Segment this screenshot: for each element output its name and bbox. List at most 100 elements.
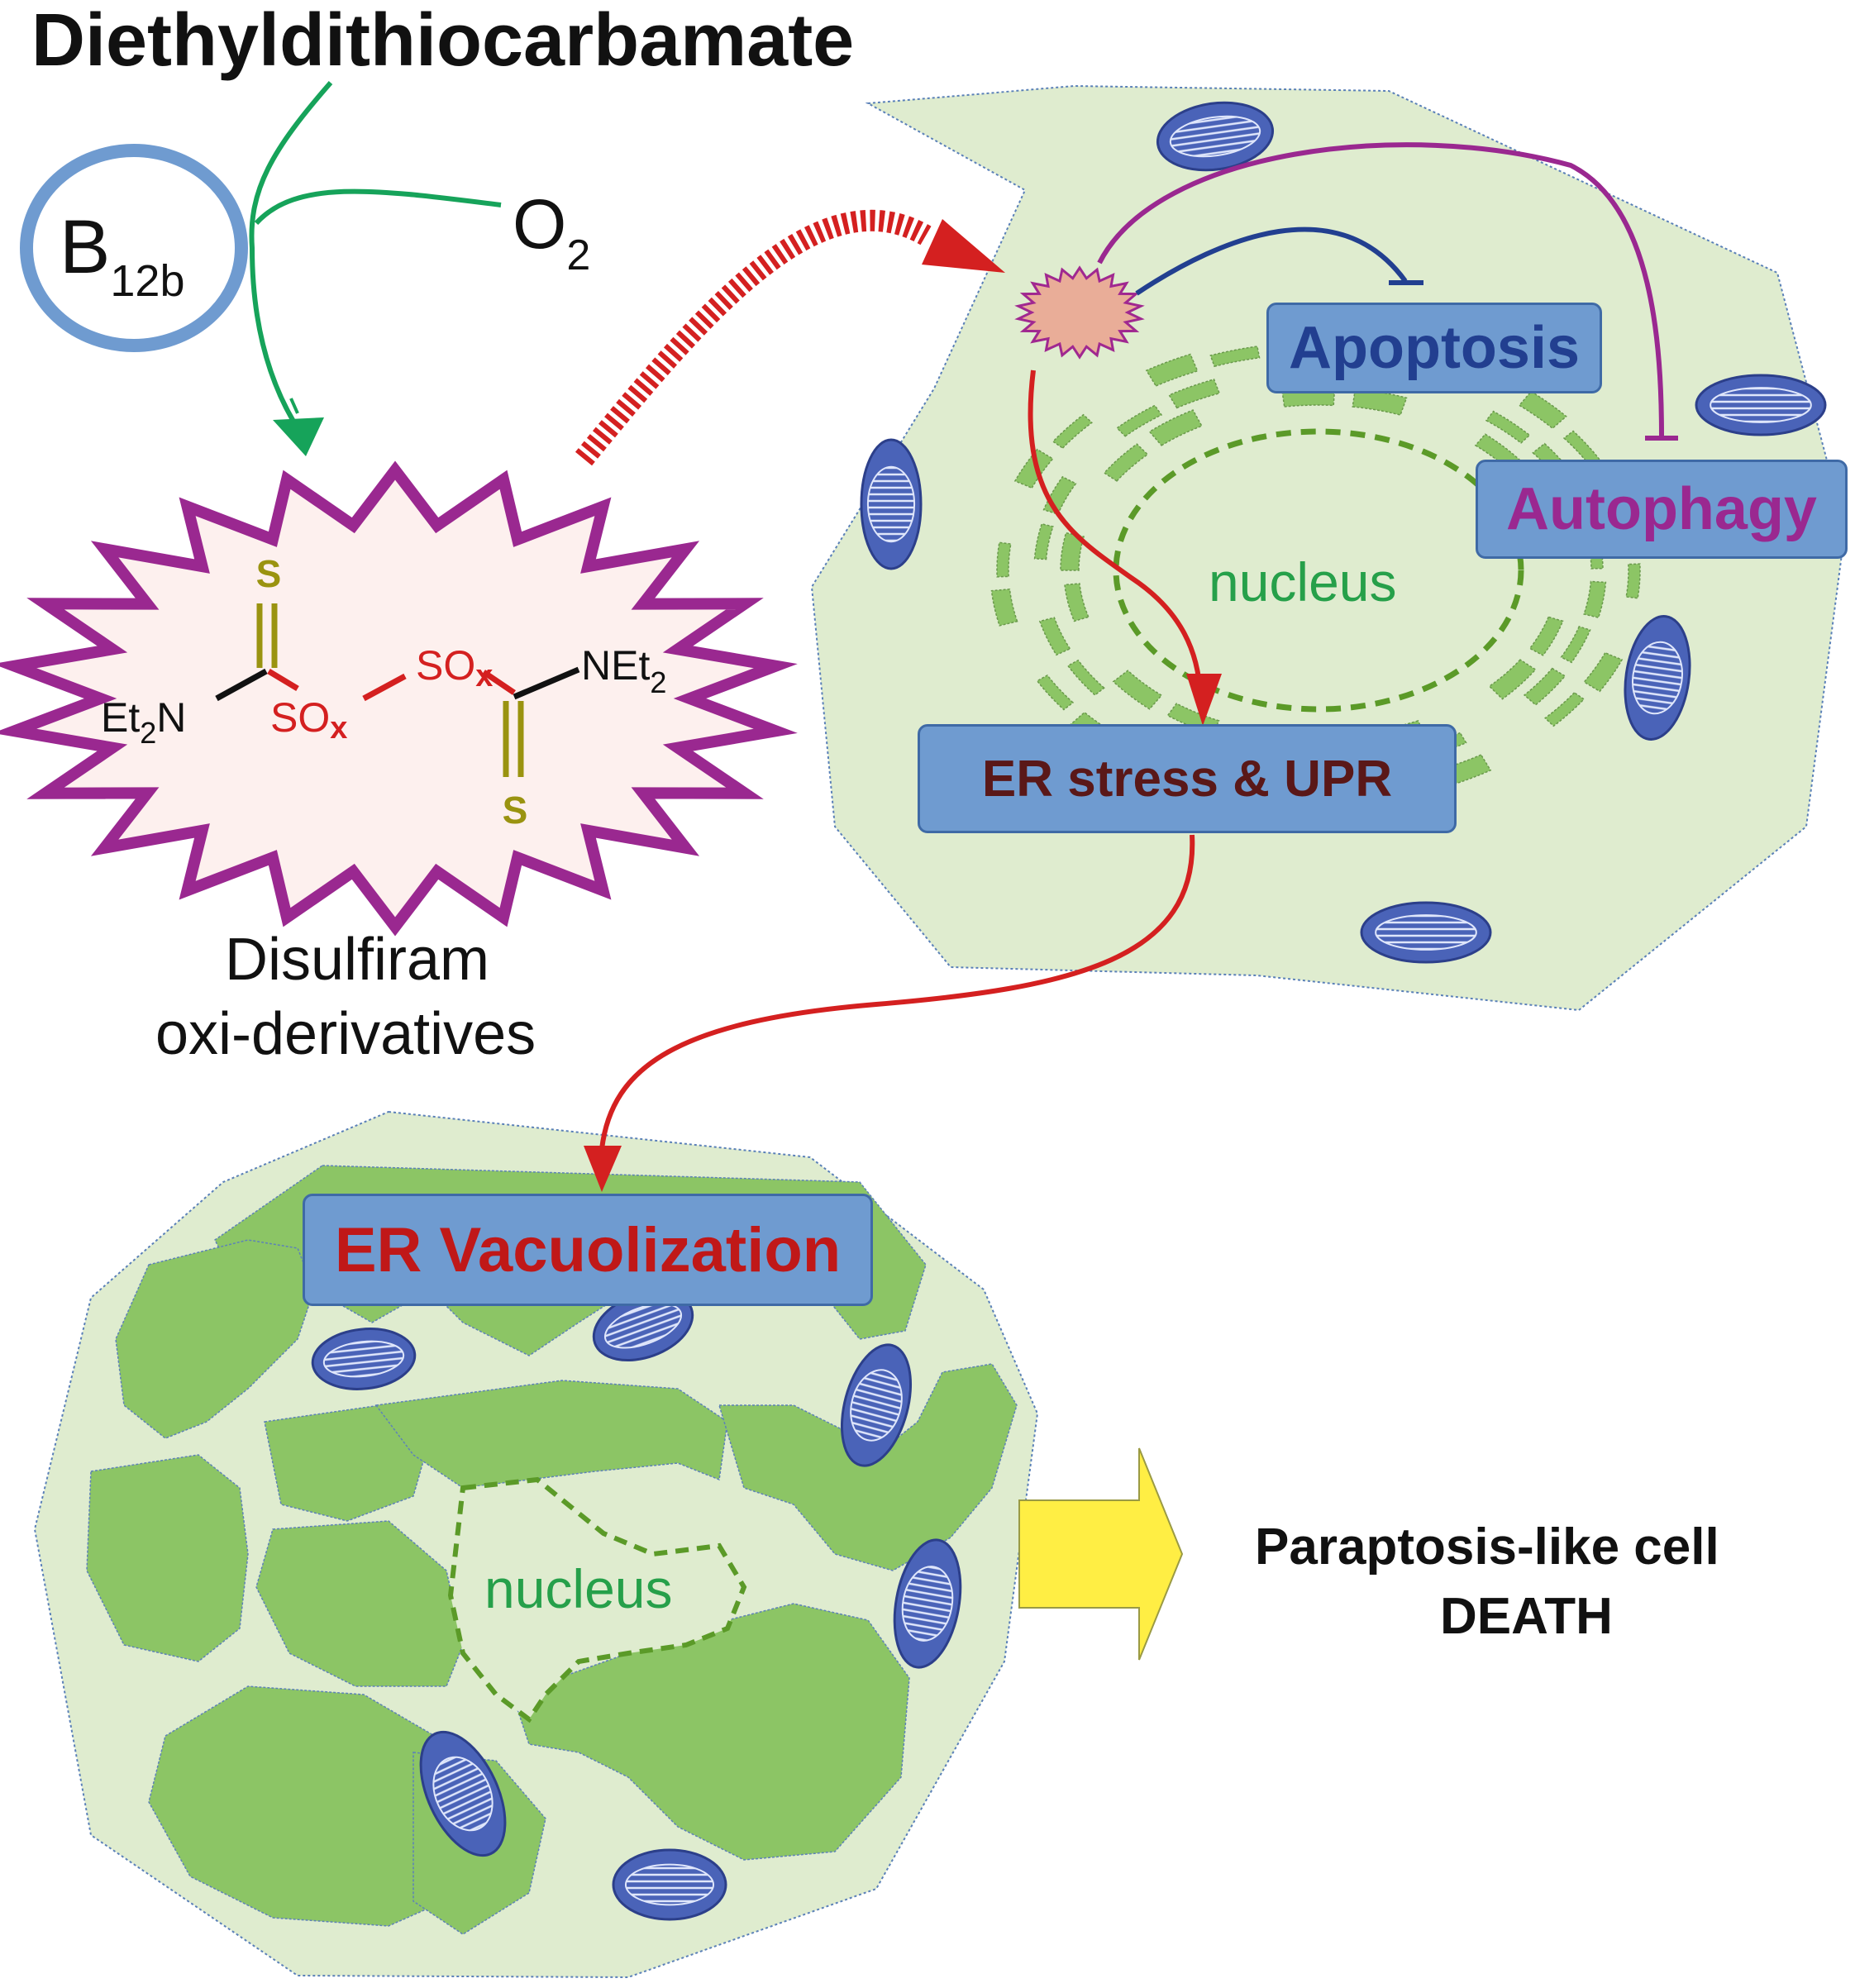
- er-fragment-8: [1103, 443, 1149, 482]
- er-vacuolization-label: ER Vacuolization: [334, 1214, 842, 1285]
- small-disulfiram-starburst: [1014, 265, 1145, 360]
- top-cell-mitochondria: [860, 101, 1827, 964]
- molecule-sulfur-top: S: [256, 552, 282, 595]
- vacuole-right-upper: [718, 1363, 1018, 1571]
- er-fragment-15: [1523, 667, 1566, 706]
- bottom-cell-mitochondria: [311, 1290, 962, 1921]
- er-fragment-48: [1562, 430, 1601, 467]
- er-fragment-9: [1148, 409, 1203, 446]
- er-fragment-47: [1518, 390, 1567, 430]
- autophagy-label: Autophagy: [1506, 476, 1817, 542]
- vacuole-center-band: [374, 1380, 728, 1489]
- mitochondrion-bottom-6: [612, 1848, 727, 1921]
- apoptosis-label: Apoptosis: [1289, 315, 1580, 381]
- molecule-left-amine: Et2N: [101, 694, 186, 750]
- mitochondrion-bottom-3: [840, 1343, 913, 1467]
- autophagy-box: Autophagy: [1476, 460, 1848, 559]
- vacuole-center-left: [255, 1520, 464, 1687]
- molecule-right-amine: NEt2: [581, 642, 666, 699]
- outcome-line2: DEATH: [1440, 1588, 1613, 1645]
- bond-sox-sox: [362, 673, 407, 702]
- bond-left-sox: [267, 668, 299, 692]
- er-fragment-20: [1066, 659, 1105, 696]
- green-arrow-ddc-stem: [249, 81, 333, 430]
- er-fragment-28: [1485, 410, 1531, 444]
- er-fragment-22: [1033, 522, 1054, 560]
- mitochondrion-bottom-2-cristae: [603, 1303, 683, 1349]
- er-fragment-25: [1168, 379, 1221, 409]
- b12b-ring: [20, 144, 248, 352]
- mitochondrion-bottom-2: [592, 1290, 694, 1362]
- molecule-right-sox: SOx: [416, 642, 493, 694]
- er-fragment-38: [1036, 674, 1075, 711]
- er-fragment-1: [1488, 659, 1537, 700]
- mitochondrion-bottom-3-cristae: [850, 1369, 903, 1442]
- outcome-line1: Paraptosis-like cell: [1255, 1518, 1719, 1576]
- vacuole-left-large: [115, 1239, 315, 1439]
- green-inhibition-tick: [289, 398, 299, 414]
- er-fragment-21: [1038, 617, 1071, 656]
- er-fragment-5: [1112, 670, 1163, 710]
- top-cell-nucleus-label: nucleus: [1209, 551, 1397, 613]
- molecule-sulfur-bottom: S: [503, 789, 528, 832]
- er-fragment-6: [1064, 583, 1090, 622]
- apoptosis-box: Apoptosis: [1266, 303, 1602, 393]
- red-dashed-arrowhead: [922, 219, 1005, 273]
- er-fragment-32: [1544, 691, 1586, 727]
- molecule-bonds: [215, 603, 580, 777]
- molecule-label-line2: oxi-derivatives: [155, 1001, 536, 1067]
- green-reaction-arrows: [249, 81, 502, 430]
- mitochondrion-top-5: [1360, 901, 1492, 964]
- er-fragment-44: [1209, 346, 1261, 368]
- red-arrow-to-vacuolization: [599, 834, 1195, 1150]
- mitochondrion-top-1: [1156, 101, 1275, 172]
- er-stress-box: ER stress & UPR: [918, 724, 1457, 833]
- mitochondrion-top-1-cristae: [1169, 115, 1261, 158]
- er-fragment-14: [1560, 626, 1591, 664]
- red-dashed-arrow: [575, 209, 932, 466]
- vacuole-bottom-center: [512, 1603, 910, 1861]
- er-vacuolization-box: ER Vacuolization: [303, 1194, 873, 1306]
- bottom-cell-nucleus-outline: [447, 1476, 747, 1723]
- mitochondrion-bottom-1: [311, 1328, 417, 1390]
- top-cell-nucleus-outline: [1113, 428, 1524, 713]
- green-arrowhead: [273, 417, 324, 456]
- disulfiram-starburst: [0, 460, 798, 937]
- navy-inhibition-line: [1135, 226, 1408, 296]
- yellow-outcome-arrow: [1018, 1447, 1184, 1661]
- mitochondrion-top-3-cristae: [866, 465, 916, 543]
- vacuole-left-low: [148, 1685, 497, 1927]
- mitochondrion-top-4-cristae: [1632, 641, 1683, 715]
- mitochondrion-bottom-4: [893, 1538, 962, 1669]
- mitochondrion-bottom-4-cristae: [901, 1566, 954, 1642]
- vacuole-left-mid: [86, 1454, 249, 1662]
- green-arrow-o2-branch: [254, 188, 502, 226]
- er-stress-label: ER stress & UPR: [981, 750, 1393, 808]
- red-arrowhead-vacuolization: [584, 1146, 622, 1192]
- mitochondrion-top-5-cristae: [1375, 914, 1477, 951]
- mitochondrion-bottom-6-cristae: [624, 1863, 715, 1906]
- er-fragment-7: [1060, 532, 1085, 571]
- mitochondrion-bottom-5-cristae: [432, 1756, 494, 1832]
- purple-inhibition-line: [1097, 142, 1664, 437]
- er-fragment-51: [1583, 651, 1624, 693]
- page-title: Diethyldithiocarbamate: [31, 0, 855, 82]
- mitochondrion-bottom-1-cristae: [322, 1340, 405, 1378]
- er-fragment-0: [1528, 616, 1564, 656]
- red-arrow-to-er-stress: [1028, 369, 1203, 697]
- molecule-label-line1: Disulfiram: [225, 927, 490, 993]
- oxygen-label: O2: [513, 185, 590, 279]
- mitochondrion-top-4: [1624, 615, 1691, 741]
- bond-right-n: [513, 666, 580, 700]
- er-fragment-42: [1051, 413, 1093, 450]
- bond-left-n: [215, 668, 268, 702]
- mitochondrion-top-2: [1695, 374, 1827, 436]
- er-fragment-31: [1583, 580, 1607, 618]
- mitochondrion-top-3: [860, 438, 923, 570]
- mitochondrion-bottom-5: [419, 1730, 507, 1857]
- er-fragment-40: [996, 541, 1012, 578]
- er-fragment-39: [990, 588, 1018, 627]
- er-fragment-41: [1013, 448, 1054, 489]
- er-fragment-50: [1625, 563, 1641, 599]
